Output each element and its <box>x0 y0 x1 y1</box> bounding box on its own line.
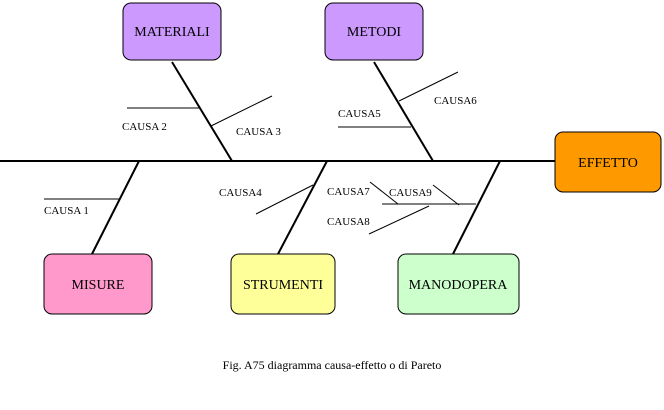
box-metodi-bg <box>324 2 424 61</box>
label-causa5: CAUSA5 <box>338 108 381 120</box>
box-misure-label: MISURE <box>72 278 125 293</box>
label-causa4: CAUSA4 <box>219 187 262 199</box>
box-strumenti-label: STRUMENTI <box>243 278 323 293</box>
box-materiali-bg <box>122 2 222 61</box>
figure-caption: Fig. A75 diagramma causa-effetto o di Pa… <box>223 358 442 372</box>
label-causa9: CAUSA9 <box>389 187 432 199</box>
bone-strumenti <box>277 160 328 255</box>
box-manodopera: MANODOPERA <box>397 253 520 315</box>
rib-causa4 <box>255 184 314 215</box>
box-materiali: MATERIALI <box>122 2 222 61</box>
rib-causa3 <box>210 95 273 127</box>
box-manodopera-label: MANODOPERA <box>409 278 509 293</box>
rib-causa7 <box>369 181 399 205</box>
bone-manodopera <box>452 160 501 255</box>
bone-misure <box>91 160 140 255</box>
box-materiali-label: MATERIALI <box>134 25 210 40</box>
box-manodopera-bg <box>397 253 520 315</box>
label-causa7: CAUSA7 <box>327 186 370 198</box>
rib-causa8 <box>368 205 430 235</box>
bone-materiali <box>171 61 233 162</box>
label-causa8: CAUSA8 <box>327 216 370 228</box>
box-metodi-label: METODI <box>347 25 402 40</box>
box-metodi: METODI <box>324 2 424 61</box>
rib-causa9-slant <box>432 184 460 206</box>
box-strumenti-bg <box>230 253 336 315</box>
box-effetto: EFFETTO <box>554 131 662 193</box>
rib-causa6 <box>398 71 459 102</box>
box-effetto-label: EFFETTO <box>578 156 638 171</box>
box-effetto-bg <box>554 131 662 193</box>
label-causa2: CAUSA 2 <box>122 121 167 133</box>
box-strumenti: STRUMENTI <box>230 253 336 315</box>
box-misure-bg <box>43 253 153 315</box>
label-causa1: CAUSA 1 <box>44 205 89 217</box>
label-causa6: CAUSA6 <box>434 95 477 107</box>
box-misure: MISURE <box>43 253 153 315</box>
label-causa3: CAUSA 3 <box>236 126 281 138</box>
bone-metodi <box>373 61 434 162</box>
